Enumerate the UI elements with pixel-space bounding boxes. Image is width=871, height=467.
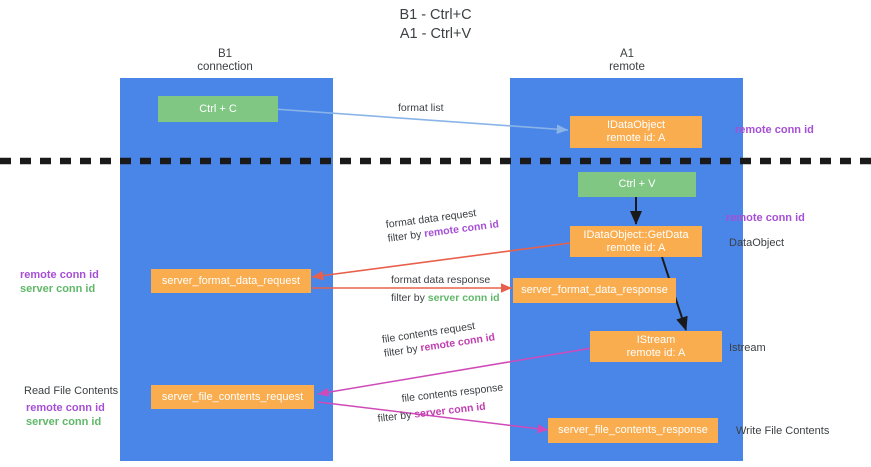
side-label-remote-conn-id-top: remote conn id (735, 124, 814, 136)
node-idataobject-label: IDataObject (606, 119, 666, 131)
side-label-ids-top-server: server conn id (20, 283, 96, 295)
node-server-format-data-response-label: server_format_data_response (521, 284, 668, 296)
node-idataobject-sub: remote id: A (606, 132, 666, 144)
node-server-file-contents-request-label: server_file_contents_request (161, 390, 304, 403)
filter-by-id: server conn id (413, 400, 487, 421)
node-istream-label: IStream (636, 333, 676, 346)
column-header-b1: B1 connection (150, 48, 300, 74)
side-label-ids-bottom-remote: remote conn id (26, 402, 105, 414)
edge-label-file-contents-request: file contents request filter by remote c… (381, 316, 496, 360)
side-label-istream: Istream (729, 342, 766, 354)
node-server-file-contents-response-label: server_file_contents_response (558, 424, 708, 436)
edge-label-format-list: format list (398, 101, 444, 115)
side-label-dataobject: DataObject (729, 237, 785, 249)
node-server-file-contents-request[interactable]: server_file_contents_request (151, 385, 314, 409)
side-label-ids-top: remote conn id server conn id (20, 268, 99, 296)
node-ctrl-c-label: Ctrl + C (199, 102, 237, 115)
side-label-ids-top-remote: remote conn id (20, 269, 99, 281)
side-label-read-file-contents: Read File Contents (24, 385, 119, 397)
column-header-a1: A1 remote (552, 48, 702, 74)
node-ctrl-c[interactable]: Ctrl + C (158, 96, 278, 122)
column-header-a1-line1: A1 (619, 48, 635, 60)
column-header-b1-line2: connection (197, 61, 253, 73)
title-line-1: B1 - Ctrl+C (399, 7, 472, 23)
node-idataobject-getdata[interactable]: IDataObject::GetData remote id: A (570, 226, 702, 257)
page-title: B1 - Ctrl+C A1 - Ctrl+V (0, 6, 871, 44)
filter-by-prefix: filter by (386, 228, 425, 245)
column-header-b1-line1: B1 (217, 48, 233, 60)
filter-by-id: server conn id (427, 292, 500, 304)
edge-label-format-data-response-line1: format data response (391, 274, 491, 286)
node-server-format-data-response[interactable]: server_format_data_response (513, 278, 676, 303)
node-server-format-data-request[interactable]: server_format_data_request (151, 269, 311, 293)
node-ctrl-v-label: Ctrl + V (618, 178, 656, 190)
node-idataobject[interactable]: IDataObject remote id: A (570, 116, 702, 148)
side-label-ids-bottom: remote conn id server conn id (26, 401, 105, 429)
node-ctrl-v[interactable]: Ctrl + V (578, 172, 696, 197)
edge-label-format-list-line1: format list (398, 102, 444, 114)
filter-by-prefix: filter by (383, 342, 422, 360)
node-getdata-label: IDataObject::GetData (583, 228, 689, 241)
title-line-2: A1 - Ctrl+V (399, 26, 472, 42)
edge-label-format-data-request: format data request filter by remote con… (385, 203, 500, 245)
edge-label-format-data-response-line2: filter by server conn id (391, 291, 500, 305)
filter-by-prefix: filter by (391, 292, 428, 304)
node-getdata-sub: remote id: A (606, 241, 666, 254)
edge-label-file-contents-response: file contents response filter by server … (375, 380, 506, 425)
node-istream[interactable]: IStream remote id: A (590, 331, 722, 362)
edge-label-file-contents-response-line2: filter by server conn id (377, 397, 506, 425)
side-label-remote-conn-id-mid: remote conn id (726, 212, 805, 224)
filter-by-prefix: filter by (377, 408, 415, 425)
column-header-a1-line2: remote (609, 61, 645, 73)
side-label-ids-bottom-server: server conn id (26, 416, 102, 428)
edge-label-format-data-response: format data response filter by server co… (391, 273, 500, 305)
side-label-write-file-contents: Write File Contents (736, 425, 830, 437)
node-server-format-data-request-label: server_format_data_request (161, 274, 301, 287)
node-server-file-contents-response[interactable]: server_file_contents_response (548, 418, 718, 443)
node-istream-sub: remote id: A (626, 346, 686, 359)
